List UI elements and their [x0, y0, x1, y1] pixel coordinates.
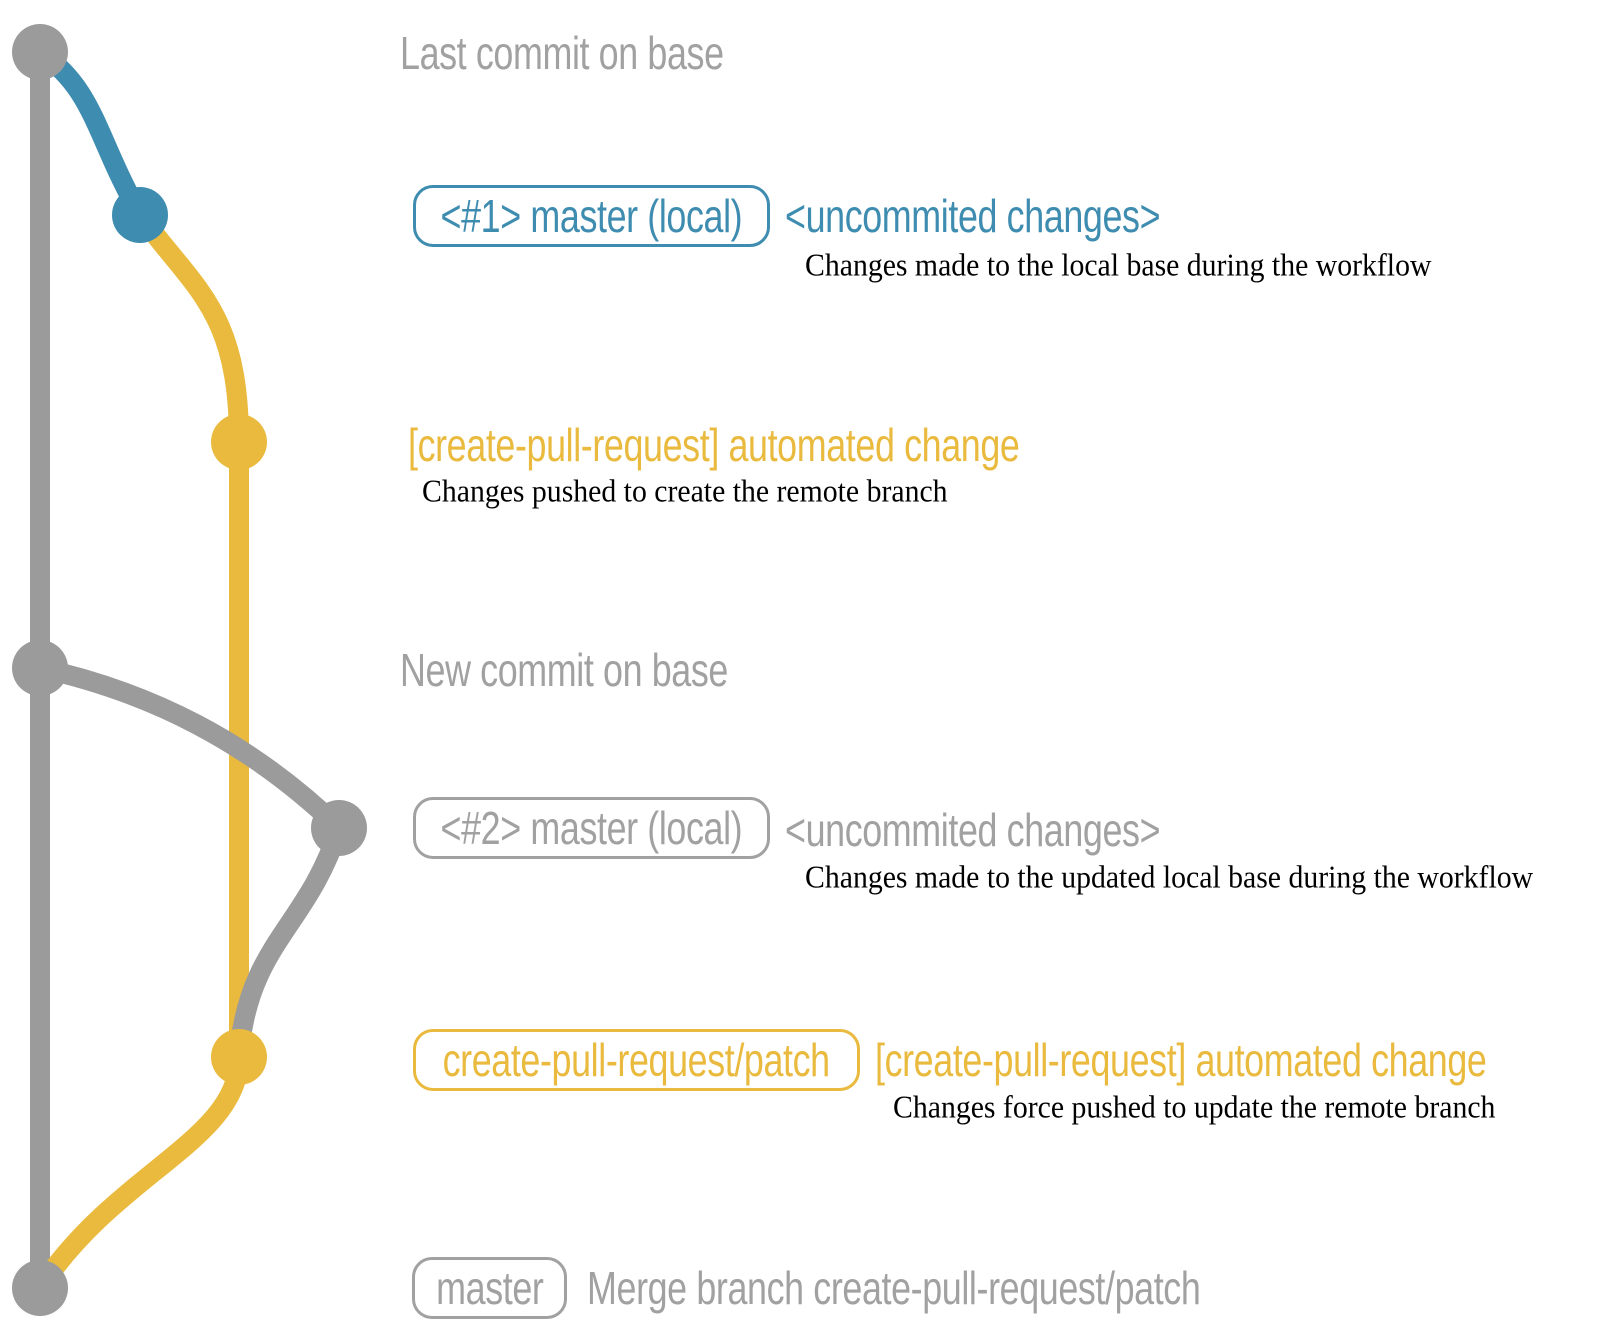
rebase-to-patch-curve [230, 818, 349, 1055]
badge-master: master [412, 1257, 567, 1319]
local-master-branch-line [30, 42, 150, 225]
desc-local-changes-1: Changes made to the local base during th… [805, 246, 1432, 283]
title-uncommited-changes-2: <uncommited changes> [785, 804, 1161, 856]
commit-node-merge [12, 1260, 68, 1316]
desc-force-push-update: Changes force pushed to update the remot… [893, 1088, 1496, 1125]
commit-node-local-1 [112, 187, 168, 243]
badge-patch-branch-label: create-pull-request/patch [442, 1034, 831, 1086]
badge-master-local-1-label: <#1> master (local) [440, 190, 743, 242]
patch-merge-curve [32, 1047, 249, 1295]
badge-master-local-1: <#1> master (local) [413, 185, 770, 247]
commit-node-patch-1 [211, 414, 267, 470]
title-uncommited-changes-1: <uncommited changes> [785, 190, 1161, 242]
note-new-commit-on-base: New commit on base [400, 644, 728, 696]
rebase-branch-curve [30, 658, 349, 838]
badge-master-local-2: <#2> master (local) [413, 797, 770, 859]
commit-node-local-2 [311, 800, 367, 856]
title-automated-change-1: [create-pull-request] automated change [408, 419, 1020, 471]
badge-master-local-2-label: <#2> master (local) [440, 802, 743, 854]
badge-patch-branch: create-pull-request/patch [413, 1029, 860, 1091]
commit-node-last-base [12, 24, 68, 80]
badge-master-label: master [435, 1262, 544, 1314]
note-last-commit-on-base: Last commit on base [400, 27, 724, 79]
patch-branch-curve-top [130, 205, 249, 452]
title-automated-change-2: [create-pull-request] automated change [875, 1034, 1487, 1086]
commit-node-new-base [12, 640, 68, 696]
desc-push-create-branch: Changes pushed to create the remote bran… [422, 472, 948, 509]
commit-node-patch-2 [211, 1029, 267, 1085]
note-merge-branch: Merge branch create-pull-request/patch [587, 1262, 1201, 1314]
desc-local-changes-2: Changes made to the updated local base d… [805, 858, 1534, 895]
